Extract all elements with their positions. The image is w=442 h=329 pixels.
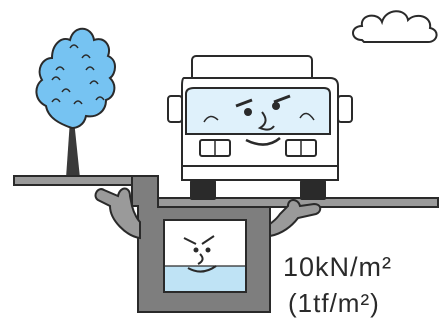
tree-icon xyxy=(36,29,115,178)
load-rating-kn: 10kN/m² xyxy=(283,252,392,283)
truck-icon xyxy=(168,56,352,200)
road-left xyxy=(14,176,150,185)
cloud-icon xyxy=(353,11,437,42)
load-rating-tf: (1tf/m²) xyxy=(288,288,380,319)
